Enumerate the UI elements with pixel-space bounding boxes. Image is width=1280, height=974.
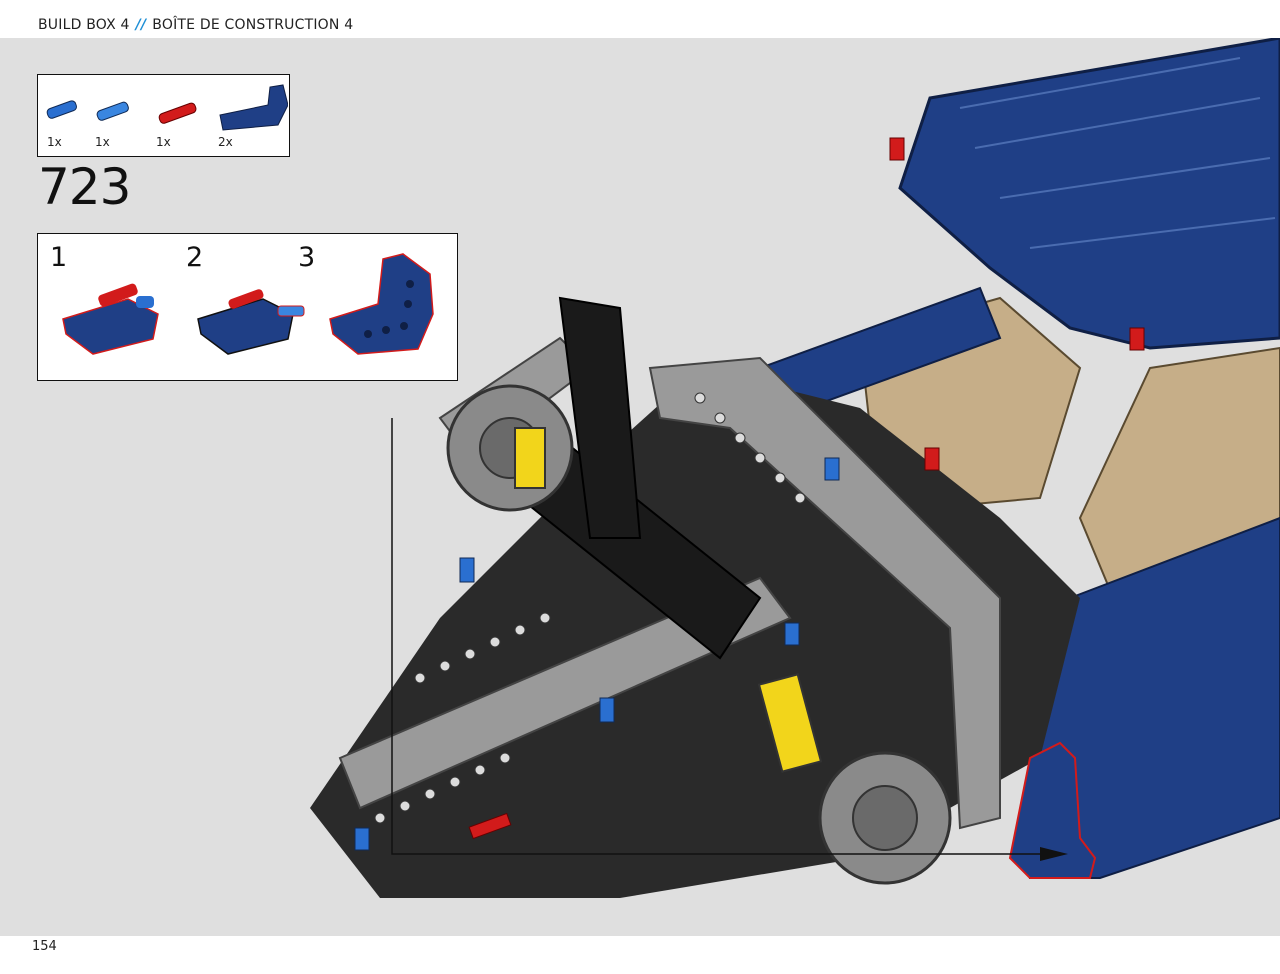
- page-footer: [0, 936, 1280, 974]
- parts-list-box: 1x 1x 1x 2x: [37, 74, 290, 157]
- part-qty-3: 1x: [156, 135, 171, 149]
- blue-angled-beam-icon: [219, 84, 288, 131]
- blue-axle-pin-icon: [96, 101, 129, 121]
- substep-2-assembly: [197, 289, 305, 355]
- page-header: BUILD BOX 4 // BOÎTE DE CONSTRUCTION 4: [0, 0, 1280, 38]
- part-qty-1: 1x: [47, 135, 62, 149]
- substep-3-assembly: [329, 253, 434, 355]
- instruction-canvas: [0, 38, 1280, 936]
- substeps-illustration: [62, 253, 434, 355]
- substep-number-2: 2: [186, 242, 204, 273]
- blue-pin-icon: [46, 100, 77, 119]
- header-separator: //: [135, 17, 147, 33]
- substeps-box: 1 2 3: [37, 233, 458, 381]
- page-number: 154: [32, 939, 57, 954]
- header-title: BUILD BOX 4 // BOÎTE DE CONSTRUCTION 4: [38, 17, 353, 33]
- substep-number-3: 3: [298, 242, 316, 273]
- part-qty-4: 2x: [218, 135, 233, 149]
- red-axle-pin-icon: [158, 102, 197, 124]
- substep-number-1: 1: [50, 242, 68, 273]
- model-illustration: [310, 38, 1280, 898]
- substep-1-assembly: [62, 283, 159, 355]
- part-qty-2: 1x: [95, 135, 110, 149]
- header-title-fr: BOÎTE DE CONSTRUCTION 4: [152, 17, 354, 33]
- step-number: 723: [38, 158, 131, 216]
- header-title-en: BUILD BOX 4: [38, 17, 130, 33]
- parts-illustration: [46, 84, 288, 131]
